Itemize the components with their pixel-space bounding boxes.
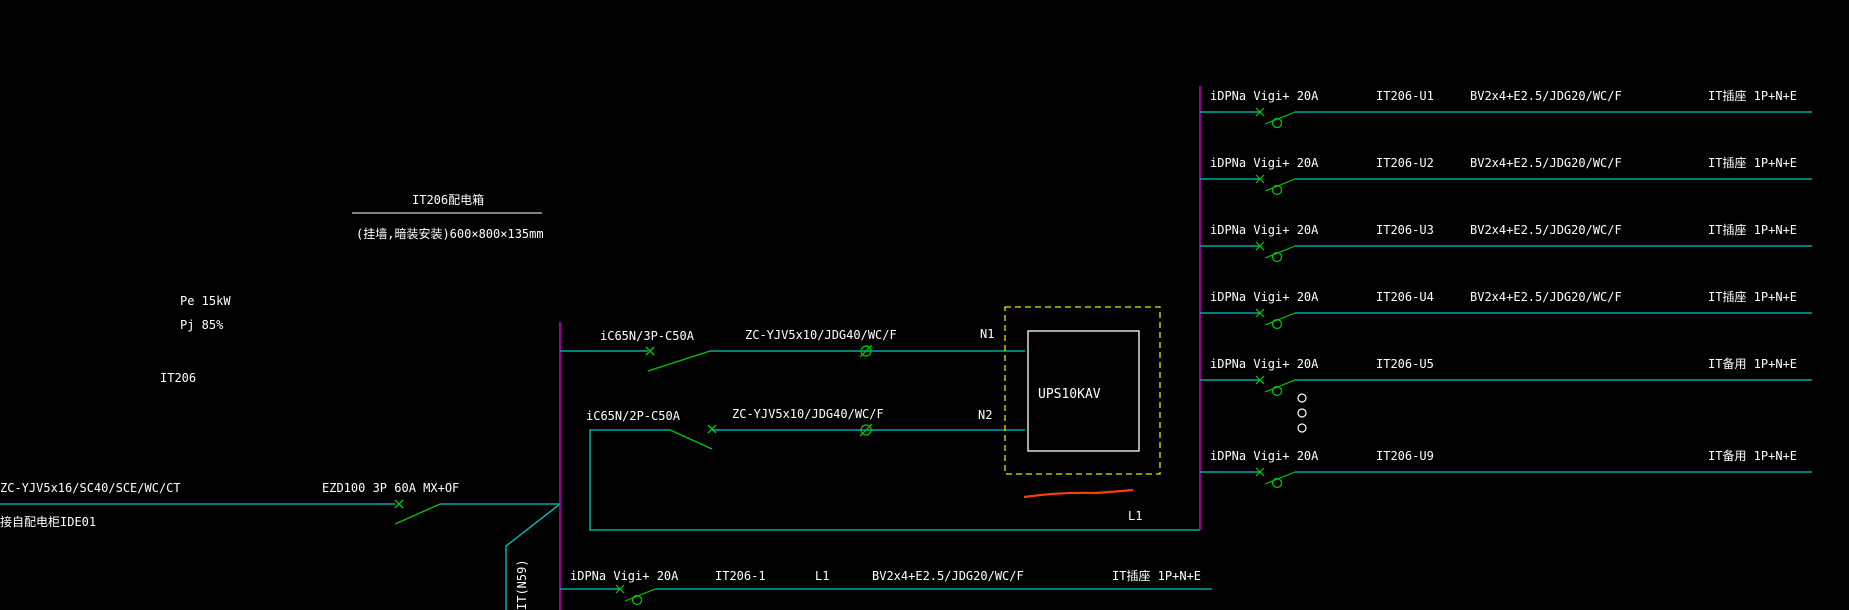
ups-feed2-cable-label: ZC-YJV5x10/JDG40/WC/F: [732, 407, 884, 421]
ups-enclosure-dashed: [1004, 306, 1161, 475]
branch-usage: IT插座 1P+N+E: [1708, 155, 1797, 170]
branch-breaker-label: iDPNa Vigi+ 20A: [1210, 449, 1319, 463]
lower-branch-phase: L1: [815, 569, 829, 583]
branch-usage: IT插座 1P+N+E: [1708, 222, 1797, 237]
branch-circuit-id: IT206-U4: [1376, 290, 1434, 304]
incoming-breaker-symbol: [394, 499, 441, 525]
ups-output-branch: iDPNa Vigi+ 20A IT206-U3 BV2x4+E2.5/JDG2…: [1200, 222, 1812, 263]
lower-branch: iDPNa Vigi+ 20A IT206-1 L1 BV2x4+E2.5/JD…: [560, 568, 1212, 606]
panel-pj: Pj 85%: [180, 318, 224, 332]
ups-unit-box: [1027, 330, 1140, 452]
continuation-dots: [1297, 393, 1307, 433]
incoming-cable-label: ZC-YJV5x16/SC40/SCE/WC/CT: [0, 481, 181, 495]
branch-breaker-symbol: [1255, 107, 1296, 129]
ups-feed2-fuse-symbol: [859, 423, 873, 437]
branch-breaker-symbol: [1255, 241, 1296, 263]
ups-output-branch: iDPNa Vigi+ 20A IT206-U5 IT备用 1P+N+E: [1200, 357, 1812, 397]
branch-breaker-symbol: [1255, 467, 1296, 489]
branch-usage: IT备用 1P+N+E: [1708, 357, 1797, 371]
branch-circuit-id: IT206-U5: [1376, 357, 1434, 371]
branch-cable: BV2x4+E2.5/JDG20/WC/F: [1470, 89, 1622, 103]
panel-install-note: (挂墙,暗装安装)600×800×135mm: [356, 226, 544, 241]
branch-breaker-symbol: [1255, 308, 1296, 330]
branch-breaker-symbol: [1255, 375, 1296, 397]
branch-usage: IT插座 1P+N+E: [1708, 88, 1797, 103]
branch-breaker-label: iDPNa Vigi+ 20A: [1210, 89, 1319, 103]
ups-feed1-breaker-symbol: [645, 346, 711, 372]
ups-feed2-breaker-label: iC65N/2P-C50A: [586, 409, 681, 423]
branch-cable: BV2x4+E2.5/JDG20/WC/F: [1470, 290, 1622, 304]
panel-name: IT206: [160, 371, 196, 385]
ups-terminal-n1: N1: [980, 327, 994, 341]
markup-annotation-stroke: [1023, 488, 1134, 499]
branch-circuit-id: IT206-U2: [1376, 156, 1434, 170]
ups-feed1-breaker-label: iC65N/3P-C50A: [600, 329, 695, 343]
panel-pe: Pe 15kW: [180, 294, 231, 308]
branch-usage: IT备用 1P+N+E: [1708, 449, 1797, 463]
lower-branch-breaker-symbol: [615, 584, 656, 606]
lower-branch-breaker-label: iDPNa Vigi+ 20A: [570, 569, 679, 583]
ups-feed2-return-loop: [589, 429, 1200, 531]
ups-output-branch: iDPNa Vigi+ 20A IT206-U4 BV2x4+E2.5/JDG2…: [1200, 289, 1812, 330]
incoming-diagonal-wire: [505, 503, 561, 610]
lower-branch-usage: IT插座 1P+N+E: [1112, 568, 1201, 583]
branch-cable: BV2x4+E2.5/JDG20/WC/F: [1470, 156, 1622, 170]
ups-output-branch: iDPNa Vigi+ 20A IT206-U2 BV2x4+E2.5/JDG2…: [1200, 155, 1812, 196]
ups-terminal-n2: N2: [978, 408, 992, 422]
ups-return-l1-label: L1: [1128, 509, 1142, 523]
ups-output-branch: iDPNa Vigi+ 20A IT206-U1 BV2x4+E2.5/JDG2…: [1200, 88, 1812, 129]
lower-branch-cable: BV2x4+E2.5/JDG20/WC/F: [872, 569, 1024, 583]
branch-breaker-label: iDPNa Vigi+ 20A: [1210, 290, 1319, 304]
branch-circuit-id: IT206-U1: [1376, 89, 1434, 103]
lower-branch-circuit-id: IT206-1: [715, 569, 766, 583]
branch-breaker-label: iDPNa Vigi+ 20A: [1210, 223, 1319, 237]
incoming-source-label: 接自配电柜IDE01: [0, 514, 96, 529]
incoming-vertical-label: IT(N59): [515, 559, 529, 610]
branch-circuit-id: IT206-U9: [1376, 449, 1434, 463]
panel-title: IT206配电箱: [412, 192, 484, 207]
ups-feed1-fuse-symbol: [859, 344, 873, 358]
branch-breaker-symbol: [1255, 174, 1296, 196]
branch-breaker-label: iDPNa Vigi+ 20A: [1210, 156, 1319, 170]
branch-cable: BV2x4+E2.5/JDG20/WC/F: [1470, 223, 1622, 237]
branch-circuit-id: IT206-U3: [1376, 223, 1434, 237]
ups-feed2-breaker-symbol: [669, 424, 717, 450]
ups-unit-label: UPS10KAV: [1038, 387, 1101, 402]
ups-feed1-cable-label: ZC-YJV5x10/JDG40/WC/F: [745, 328, 897, 342]
branch-breaker-label: iDPNa Vigi+ 20A: [1210, 357, 1319, 371]
branch-usage: IT插座 1P+N+E: [1708, 289, 1797, 304]
incoming-breaker-label: EZD100 3P 60A MX+OF: [322, 481, 459, 495]
ups-output-branch: iDPNa Vigi+ 20A IT206-U9 IT备用 1P+N+E: [1200, 449, 1812, 489]
